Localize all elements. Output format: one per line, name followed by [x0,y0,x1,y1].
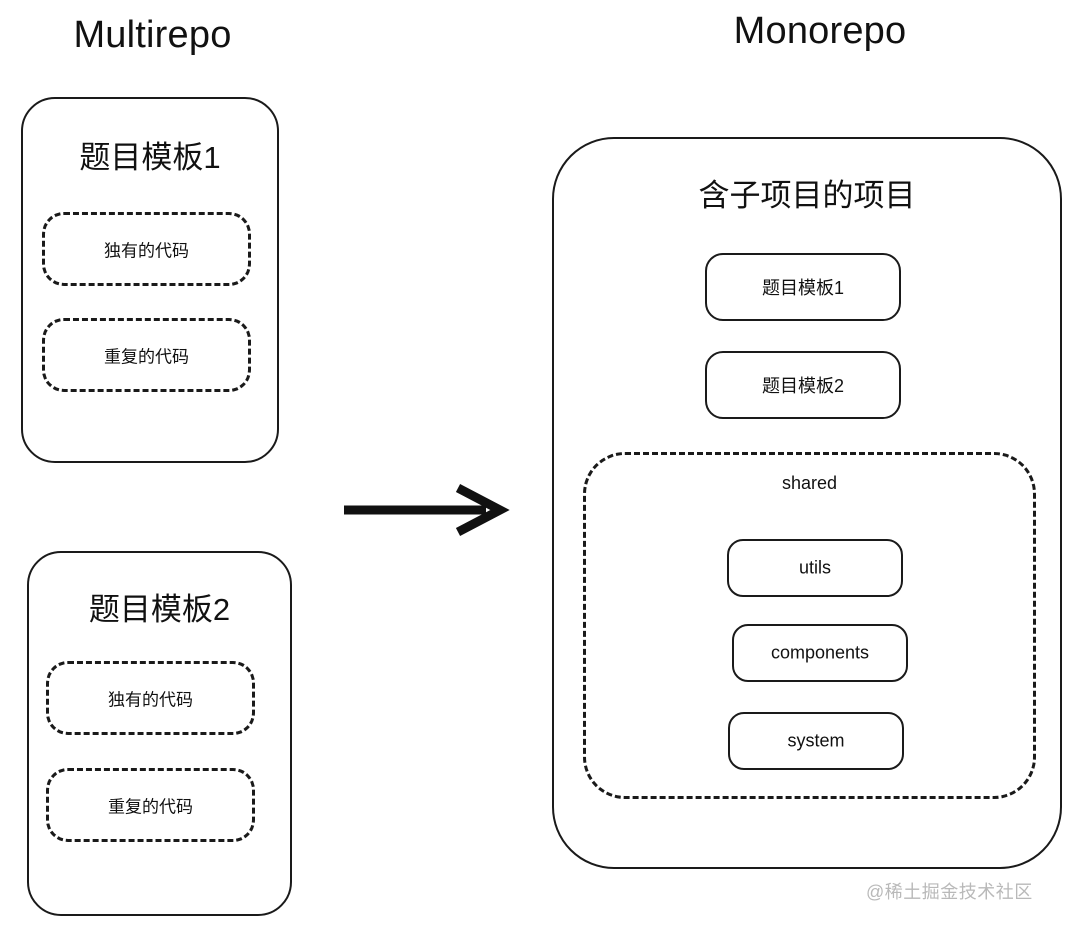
multirepo-repo-1-unique-code-label: 独有的代码 [104,241,189,261]
multirepo-repo-2-unique-code-label: 独有的代码 [108,690,193,710]
multirepo-column-title: Multirepo [73,14,232,56]
multirepo-repo-2-unique-code-block: 独有的代码 [46,661,255,735]
monorepo-shared-title: shared [781,473,838,493]
multirepo-repo-1-duplicate-code-label: 重复的代码 [104,347,189,367]
watermark: @稀土掘金技术社区 [866,882,1033,902]
monorepo-project-title: 含子项目的项目 [698,178,916,213]
monorepo-shared-item-components: components [732,624,908,682]
monorepo-shared-item-system: system [728,712,904,770]
multirepo-repo-2-duplicate-code-block: 重复的代码 [46,768,255,842]
multirepo-repo-1-duplicate-code-block: 重复的代码 [42,318,251,392]
monorepo-shared-item-utils: utils [727,539,903,597]
monorepo-shared-item-components-label: components [770,642,870,663]
monorepo-subproject-label-1: 题目模板1 [761,278,844,298]
monorepo-subproject-box-1: 题目模板1 [705,253,901,321]
monorepo-subproject-label-2: 题目模板2 [761,376,844,396]
arrow-right-icon [344,484,510,536]
multirepo-repo-2-duplicate-code-label: 重复的代码 [108,797,193,817]
monorepo-subproject-box-2: 题目模板2 [705,351,901,419]
monorepo-shared-item-utils-label: utils [798,557,831,578]
multirepo-repo-title-1: 题目模板1 [79,140,221,175]
multirepo-repo-1-unique-code-block: 独有的代码 [42,212,251,286]
monorepo-column-title: Monorepo [733,10,907,52]
monorepo-shared-item-system-label: system [787,730,845,751]
multirepo-repo-title-2: 题目模板2 [88,592,231,627]
